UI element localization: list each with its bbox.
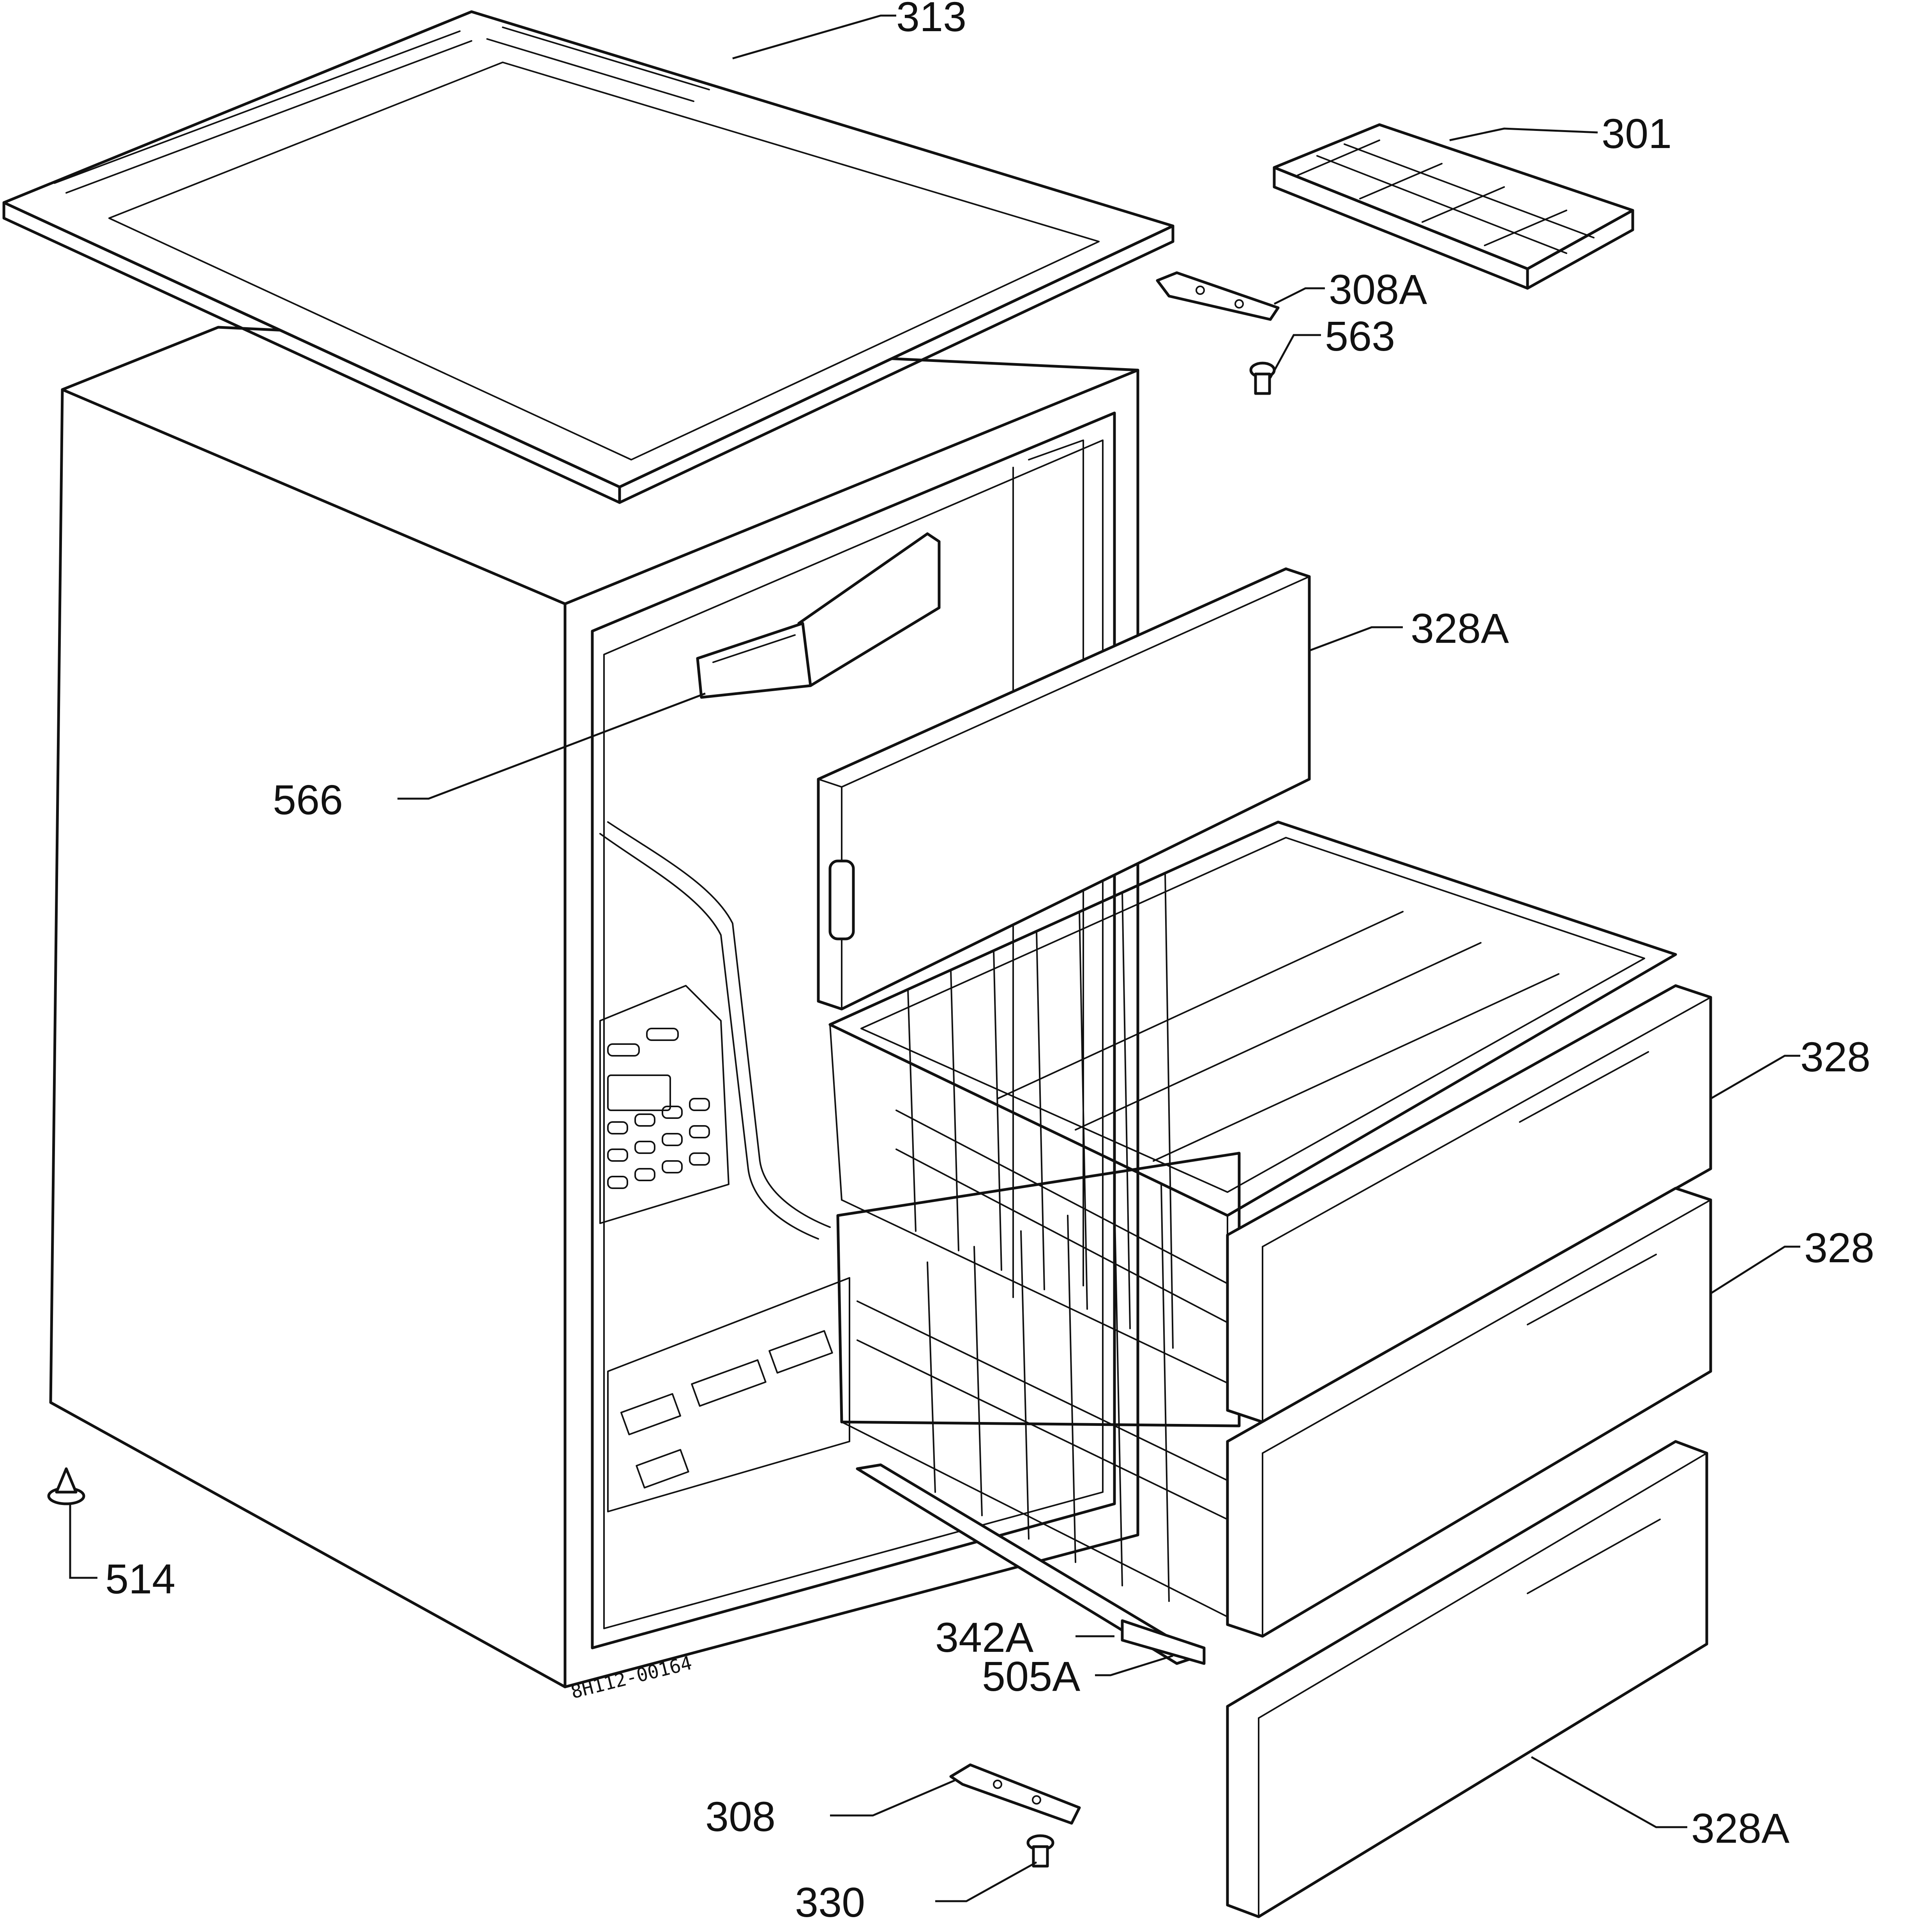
callout-328-upper: 328 [1800,1033,1870,1080]
callout-328A-bottom: 328A [1691,1805,1789,1852]
hinge-bracket-bottom [949,1763,1081,1825]
callout-308A: 308A [1329,266,1427,313]
callout-328-lower: 328 [1804,1224,1874,1271]
callout-342A: 342A [935,1614,1033,1661]
callout-563: 563 [1325,312,1395,360]
screw-330 [1026,1834,1054,1868]
callout-330: 330 [795,1879,865,1926]
hinge-bracket-top [1156,271,1280,321]
callout-505A: 505A [982,1653,1080,1700]
callout-301: 301 [1602,110,1672,157]
flap-panel-bottom [1226,1440,1708,1918]
flap-panel-top [817,567,1311,1011]
callout-313: 313 [896,0,966,40]
slide-rail [856,1463,1206,1665]
wire-basket-lower [836,1152,1241,1618]
callout-308: 308 [705,1793,775,1840]
callout-514: 514 [105,1555,175,1602]
callout-labels: 313 301 308A 563 328A 566 328 328 514 34… [105,0,1874,1926]
ice-tray [1273,123,1634,290]
cover-vent-slots [54,26,710,194]
foot-514 [47,1467,85,1505]
drawer-front-upper [1226,984,1712,1424]
callout-566: 566 [273,776,343,823]
drawer-front-lower [1226,1187,1712,1638]
control-panel-buttons [607,1028,710,1189]
screw-563 [1249,362,1276,395]
cabinet-body: 8H112-00164 [49,326,1139,1703]
top-cover [2,10,1174,504]
leader-lines [69,14,1800,1902]
callout-328A-top: 328A [1411,605,1509,652]
handle-bracket [696,532,941,699]
